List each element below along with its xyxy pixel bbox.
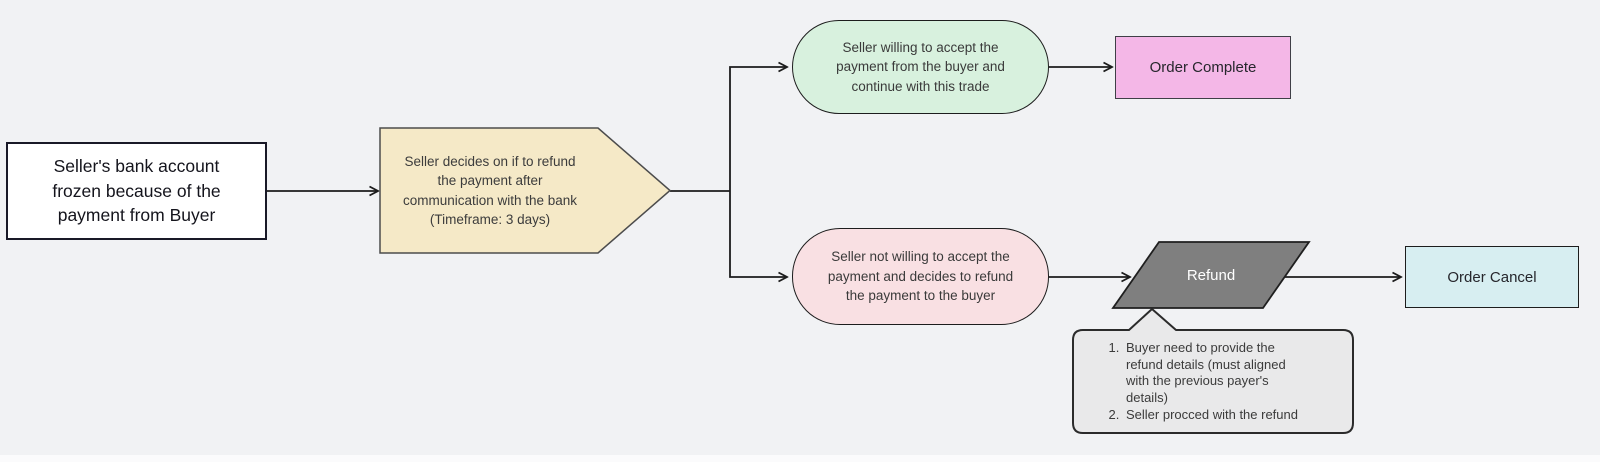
node-order-complete[interactable]: Order Complete <box>1115 36 1291 99</box>
node-order-complete-label: Order Complete <box>1149 59 1257 76</box>
node-start-label: Seller's bank account frozen because of … <box>52 155 221 226</box>
node-accept-label: Seller willing to accept the payment fro… <box>836 39 1005 94</box>
node-refuse-label: Seller not willing to accept the payment… <box>827 249 1014 304</box>
node-accept[interactable]: Seller willing to accept the payment fro… <box>792 20 1049 114</box>
bottom-edge-strip <box>0 455 1600 462</box>
node-refuse[interactable]: Seller not willing to accept the payment… <box>792 228 1049 325</box>
note-callout-shape[interactable] <box>1072 308 1354 434</box>
node-start[interactable]: Seller's bank account frozen because of … <box>6 142 267 240</box>
connector-branch-to-accept <box>729 67 787 191</box>
note-list: Buyer need to provide the refund details… <box>1073 340 1353 423</box>
note-item: Seller procced with the refund <box>1123 407 1353 424</box>
connector-branch-to-refuse <box>729 191 787 277</box>
refund-parallelogram-shape[interactable] <box>1111 241 1311 309</box>
decision-pentagon-shape[interactable] <box>379 127 672 254</box>
node-order-cancel[interactable]: Order Cancel <box>1405 246 1579 308</box>
note-callout-text: Buyer need to provide the refund details… <box>1073 332 1353 433</box>
note-item: Buyer need to provide the refund details… <box>1123 340 1353 407</box>
node-order-cancel-label: Order Cancel <box>1447 268 1537 286</box>
